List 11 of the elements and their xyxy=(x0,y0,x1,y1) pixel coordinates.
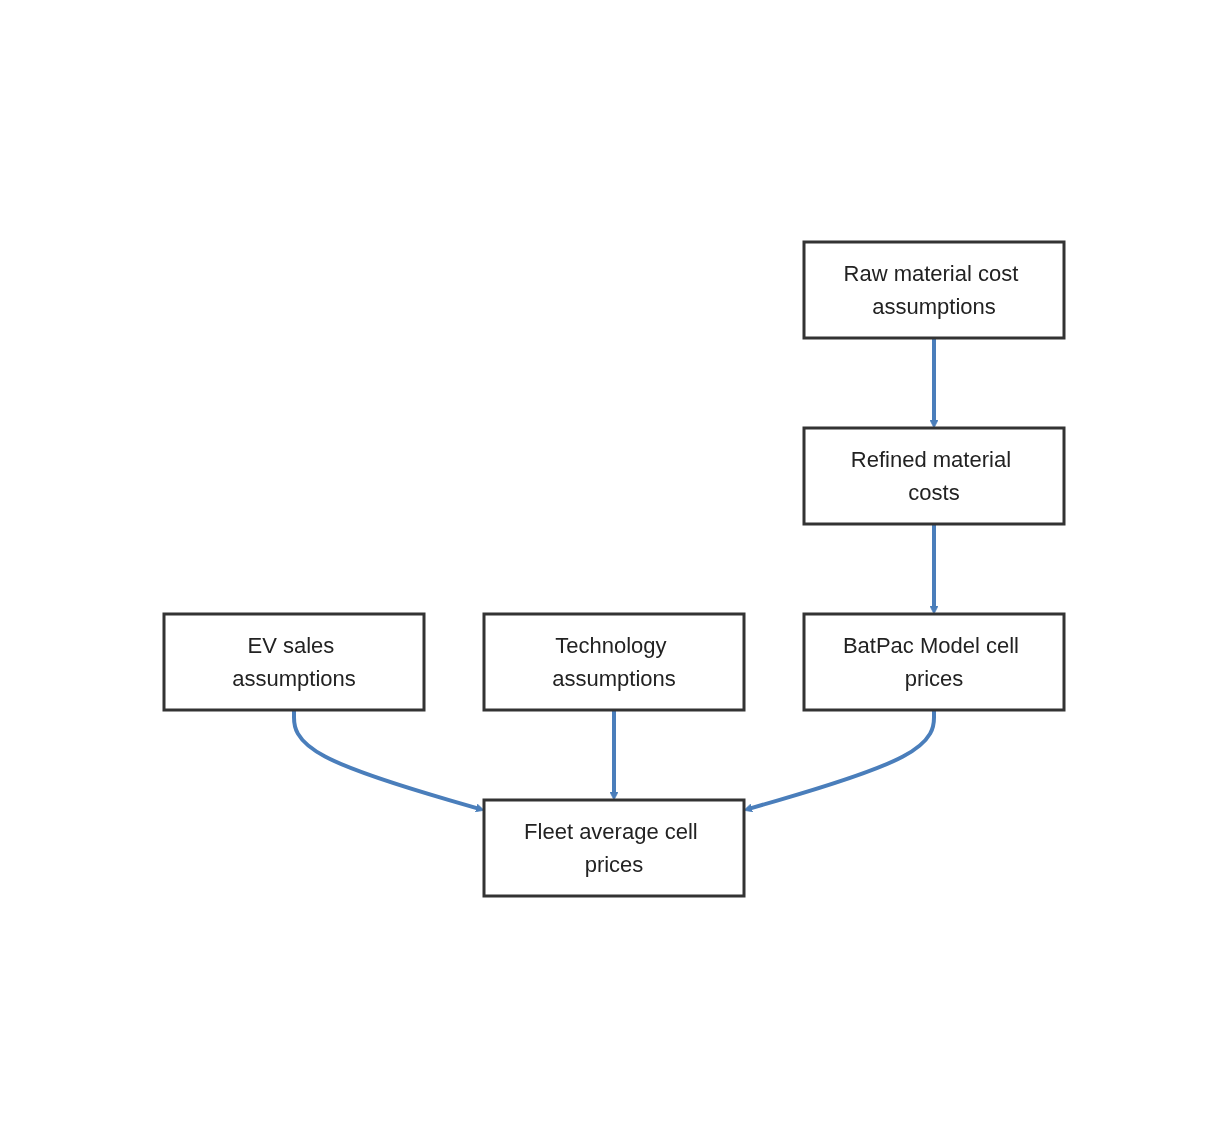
arrow xyxy=(743,710,936,813)
arrow xyxy=(291,710,484,813)
node-box: Technology assumptions xyxy=(482,612,745,712)
arrow xyxy=(609,710,618,801)
arrow xyxy=(929,524,938,615)
node-box: Refined material costs xyxy=(802,426,1065,526)
node-box: Fleet average cell prices xyxy=(482,798,745,898)
arrow xyxy=(929,338,938,429)
node-box: Raw material cost assumptions xyxy=(802,240,1065,340)
node-box: BatPac Model cell prices xyxy=(802,612,1065,712)
node-box: EV sales assumptions xyxy=(162,612,425,712)
